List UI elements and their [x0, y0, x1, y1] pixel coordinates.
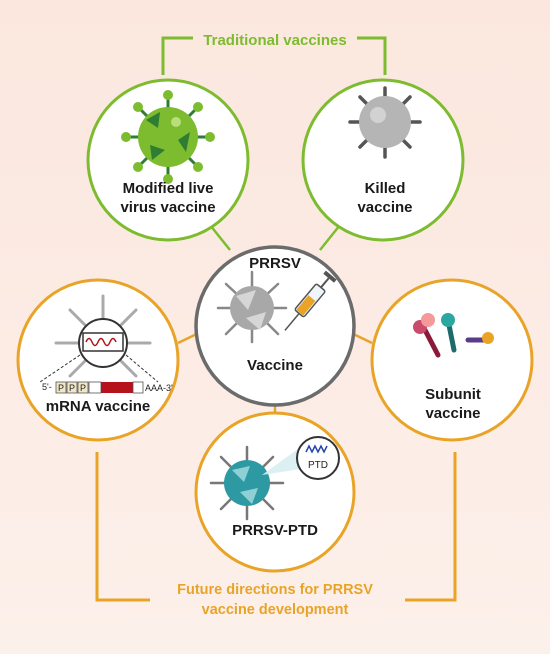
future-title-line1: Future directions for PRRSV	[177, 582, 373, 598]
subunit-line1: Subunit	[425, 386, 481, 403]
traditional-bracket	[161, 36, 387, 75]
mrna-tail: AAA-3'	[145, 383, 173, 393]
ptd-helix-icon	[305, 444, 328, 454]
green-virus-icon	[121, 90, 215, 184]
mrna-p1: P	[58, 383, 64, 393]
center-top-label: PRRSV	[249, 255, 301, 272]
modified-live-line1: Modified live	[123, 180, 214, 197]
ptd-bubble	[296, 436, 340, 480]
killed-line2: vaccine	[357, 199, 412, 216]
mrna-5prime: 5'-	[42, 382, 52, 392]
subunit-node: Subunit vaccine	[370, 278, 534, 442]
modified-live-node: Modified live virus vaccine	[86, 78, 250, 242]
zoom-line-right	[125, 354, 159, 383]
grey-virus-icon	[348, 86, 422, 159]
traditional-title: Traditional vaccines	[203, 32, 346, 49]
killed-circle	[301, 78, 465, 242]
mrna-p2: P	[69, 383, 75, 393]
future-bracket	[95, 452, 457, 602]
modified-live-line2: virus vaccine	[120, 199, 215, 216]
virus-with-rna-icon	[54, 294, 152, 378]
ptd-virus-icon	[209, 445, 285, 521]
syringe-icon	[284, 270, 337, 331]
mrna-p3: P	[80, 383, 86, 393]
future-title-line2: vaccine development	[202, 602, 349, 618]
mrna-label: mRNA vaccine	[46, 398, 151, 415]
ptd-circle	[194, 411, 356, 573]
zoom-line-left	[39, 354, 81, 383]
mrna-node: 5'- P P P AAA-3' mRNA vaccine	[16, 278, 180, 442]
mrna-strand: 5'- P P P AAA-3'	[42, 381, 173, 394]
center-node: PRRSV Vaccine	[194, 245, 356, 407]
killed-node: Killed vaccine	[301, 78, 465, 242]
ptd-bubble-label: PTD	[308, 460, 328, 471]
subunit-circle	[370, 278, 534, 442]
killed-line1: Killed	[365, 180, 406, 197]
ptd-node: PTD PRRSV-PTD	[194, 411, 356, 573]
ptd-label: PRRSV-PTD	[232, 522, 318, 539]
ptd-zoom-wedge	[262, 446, 307, 475]
center-bottom-label: Vaccine	[247, 357, 303, 374]
subunit-line2: vaccine	[425, 405, 480, 422]
protein-subunits-icon	[413, 313, 494, 358]
spiky-virus-icon	[216, 270, 288, 344]
